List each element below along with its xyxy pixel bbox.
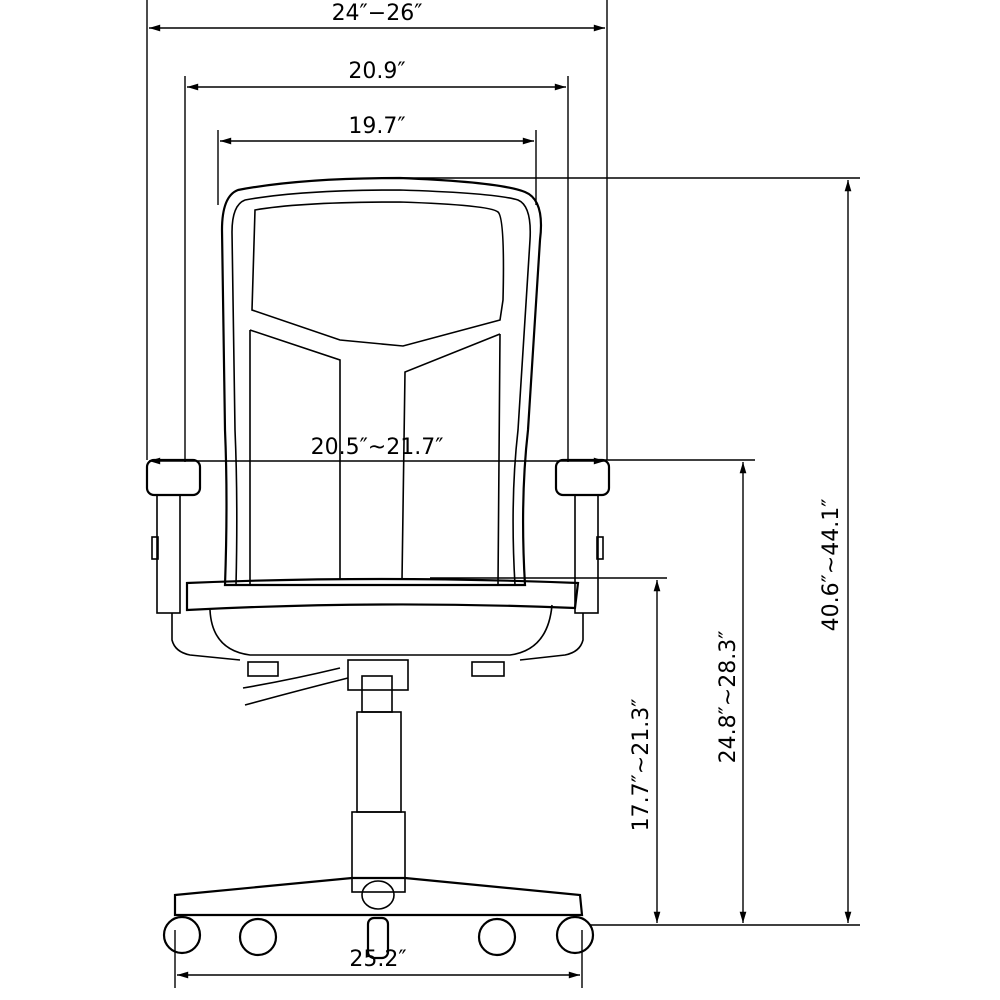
chair-seat (185, 577, 580, 656)
base-width-label: 25.2″ (349, 947, 406, 972)
dim-back-outer-width: 20.9″ (184, 59, 569, 462)
dim-overall-height: 40.6″~44.1″ (400, 177, 860, 926)
seat-height-label: 17.7″~21.3″ (629, 699, 654, 832)
caster-wheel (555, 915, 595, 955)
dim-arm-width: 20.5″~21.7″ (149, 435, 605, 465)
caster-wheel (162, 915, 202, 955)
caster-wheel (477, 917, 517, 957)
back-inner-width-label: 19.7″ (348, 114, 405, 139)
arm-height-label: 24.8″~28.3″ (716, 631, 741, 764)
dim-arm-height: 24.8″~28.3″ (600, 459, 755, 923)
caster-wheel (238, 917, 278, 957)
chair-gas-cylinder (351, 711, 406, 893)
arm-width-label: 20.5″~21.7″ (311, 435, 444, 460)
overall-width-label: 24″−26″ (332, 1, 423, 26)
back-outer-width-label: 20.9″ (348, 59, 405, 84)
overall-height-label: 40.6″~44.1″ (819, 499, 844, 632)
chair-casters (162, 915, 595, 960)
dim-back-inner-width: 19.7″ (217, 114, 537, 205)
chair-base (173, 876, 584, 917)
dim-overall-width: 24″−26″ (146, 0, 608, 460)
caster-wheel (366, 916, 390, 960)
chair-right-armrest (519, 458, 611, 661)
dim-seat-height: 17.7″~21.3″ (430, 577, 667, 923)
chair-mechanism (242, 659, 505, 713)
dim-base-width: 25.2″ (174, 930, 583, 988)
chair-backrest (220, 176, 543, 587)
chair-left-armrest (145, 458, 241, 661)
